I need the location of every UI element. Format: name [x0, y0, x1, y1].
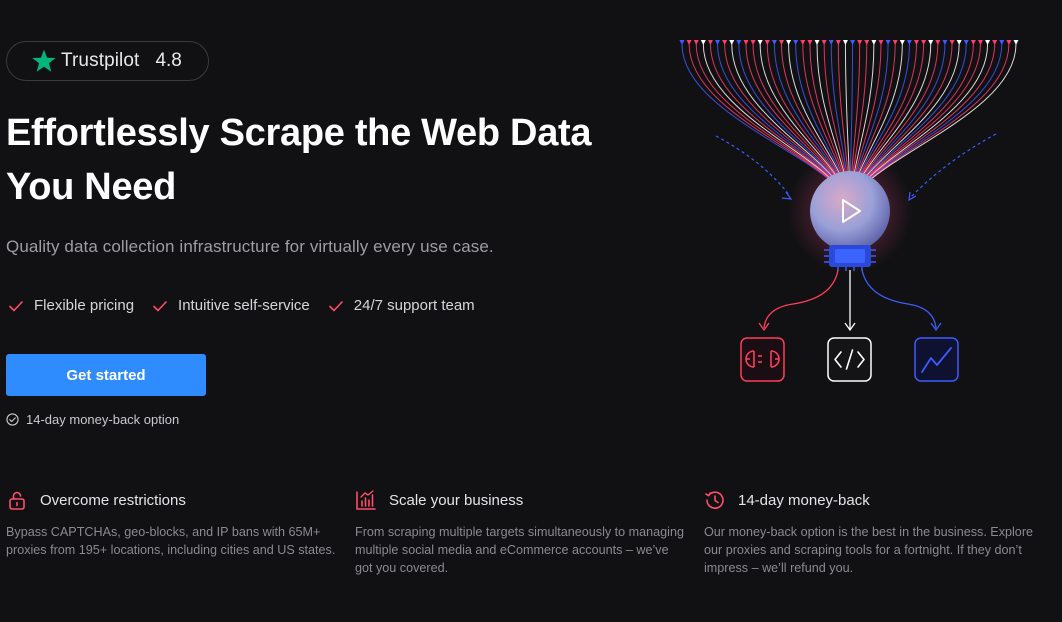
stream-arrowhead — [992, 40, 998, 45]
stream-arrowhead — [921, 40, 927, 45]
feature-label: 24/7 support team — [353, 297, 475, 314]
stream-arrowhead — [985, 40, 991, 45]
feature-item: Intuitive self-service — [152, 297, 310, 314]
stream-arrowhead — [850, 40, 856, 45]
page-title: Effortlessly Scrape the Web Data You Nee… — [6, 106, 646, 214]
data-funnel-illustration — [679, 40, 1019, 382]
get-started-button[interactable]: Get started — [6, 354, 206, 396]
stream-arrowhead — [743, 40, 749, 45]
benefit-title: 14-day money-back — [738, 491, 870, 509]
stream-arrowhead — [892, 40, 898, 45]
stream-arrowhead — [764, 40, 770, 45]
check-circle-icon — [6, 413, 19, 426]
stream-arrowhead — [935, 40, 941, 45]
dashed-arrow-right — [909, 133, 997, 199]
stream-arrowhead — [793, 40, 799, 45]
play-icon — [842, 199, 861, 223]
plug-icon — [740, 337, 785, 382]
feature-label: Flexible pricing — [34, 297, 135, 314]
stream-arrowhead — [757, 40, 763, 45]
stream-arrowhead — [999, 40, 1005, 45]
stream-arrowhead — [693, 40, 699, 45]
stream-arrowhead — [786, 40, 792, 45]
stream-arrowhead — [942, 40, 948, 45]
stream-arrowhead — [835, 40, 841, 45]
stream-arrowhead — [700, 40, 706, 45]
stream-arrowhead — [729, 40, 735, 45]
benefit-description: From scraping multiple targets simultane… — [355, 525, 684, 575]
stream-arrowhead — [707, 40, 713, 45]
stream-arrowhead — [771, 40, 777, 45]
feature-item: Flexible pricing — [8, 297, 134, 314]
benefit-description: Bypass CAPTCHAs, geo-blocks, and IP bans… — [6, 525, 336, 557]
benefit-title: Overcome restrictions — [40, 491, 186, 509]
trustpilot-badge[interactable]: Trustpilot 4.8 — [6, 41, 209, 81]
benefit-title: Scale your business — [389, 491, 524, 509]
stream-arrowhead — [686, 40, 692, 45]
stream-arrowhead — [878, 40, 884, 45]
benefit-money-back: 14-day money-back Our money-back option … — [704, 488, 1034, 577]
stream-arrowhead — [1013, 40, 1019, 45]
output-line-blue — [861, 269, 937, 329]
stream-arrowhead — [715, 40, 721, 45]
money-back-note: 14-day money-back option — [6, 412, 179, 427]
stream-arrowhead — [928, 40, 934, 45]
benefit-overcome-restrictions: Overcome restrictions Bypass CAPTCHAs, g… — [6, 488, 336, 559]
stream-arrowhead — [722, 40, 728, 45]
stream-arrowhead — [963, 40, 969, 45]
feature-label: Intuitive self-service — [178, 297, 310, 314]
code-icon — [827, 337, 872, 382]
stream-arrowhead — [871, 40, 877, 45]
stream-arrowhead — [842, 40, 848, 45]
feature-item: 24/7 support team — [328, 297, 475, 314]
money-back-label: 14-day money-back option — [26, 412, 180, 427]
stream-arrowhead — [956, 40, 962, 45]
unlock-icon — [9, 491, 25, 510]
trustpilot-star-icon — [32, 49, 56, 72]
hero-subtitle: Quality data collection infrastructure f… — [6, 237, 494, 256]
stream-arrowhead — [899, 40, 905, 45]
stream-arrowhead — [679, 40, 685, 45]
line-chart-icon — [914, 337, 959, 382]
stream-arrowhead — [906, 40, 912, 45]
stream-arrowhead — [821, 40, 827, 45]
output-line-red — [763, 269, 839, 329]
stream-arrowhead — [977, 40, 983, 45]
clock-back-icon — [705, 491, 724, 509]
processing-orb — [810, 171, 890, 251]
dashed-arrow-left — [715, 135, 791, 197]
stream-arrowhead — [1006, 40, 1012, 45]
stream-arrowhead — [778, 40, 784, 45]
page-title-line-1: Effortlessly Scrape the Web Data — [6, 112, 592, 154]
stream-arrowhead — [885, 40, 891, 45]
stream-arrowhead — [949, 40, 955, 45]
trustpilot-rating: 4.8 — [155, 50, 182, 71]
benefit-scale-business: Scale your business From scraping multip… — [355, 488, 685, 577]
stream-arrowhead — [807, 40, 813, 45]
stream-arrowhead — [857, 40, 863, 45]
stream-arrowhead — [914, 40, 920, 45]
check-icon — [153, 300, 167, 311]
stream-arrowhead — [970, 40, 976, 45]
page-title-line-2: You Need — [6, 166, 177, 208]
bar-chart-icon — [356, 490, 376, 510]
chip-base — [824, 245, 876, 271]
stream-arrowheads — [679, 40, 1019, 45]
check-icon — [328, 300, 343, 311]
stream-arrowhead — [814, 40, 820, 45]
stream-arrowhead — [800, 40, 806, 45]
trustpilot-name: Trustpilot — [61, 50, 140, 71]
stream-arrowhead — [828, 40, 834, 45]
benefit-description: Our money-back option is the best in the… — [704, 525, 1034, 575]
stream-arrowhead — [736, 40, 742, 45]
check-icon — [9, 300, 23, 311]
stream-arrowhead — [864, 40, 870, 45]
stream-arrowhead — [750, 40, 756, 45]
feature-list: Flexible pricing Intuitive self-service … — [8, 297, 493, 314]
